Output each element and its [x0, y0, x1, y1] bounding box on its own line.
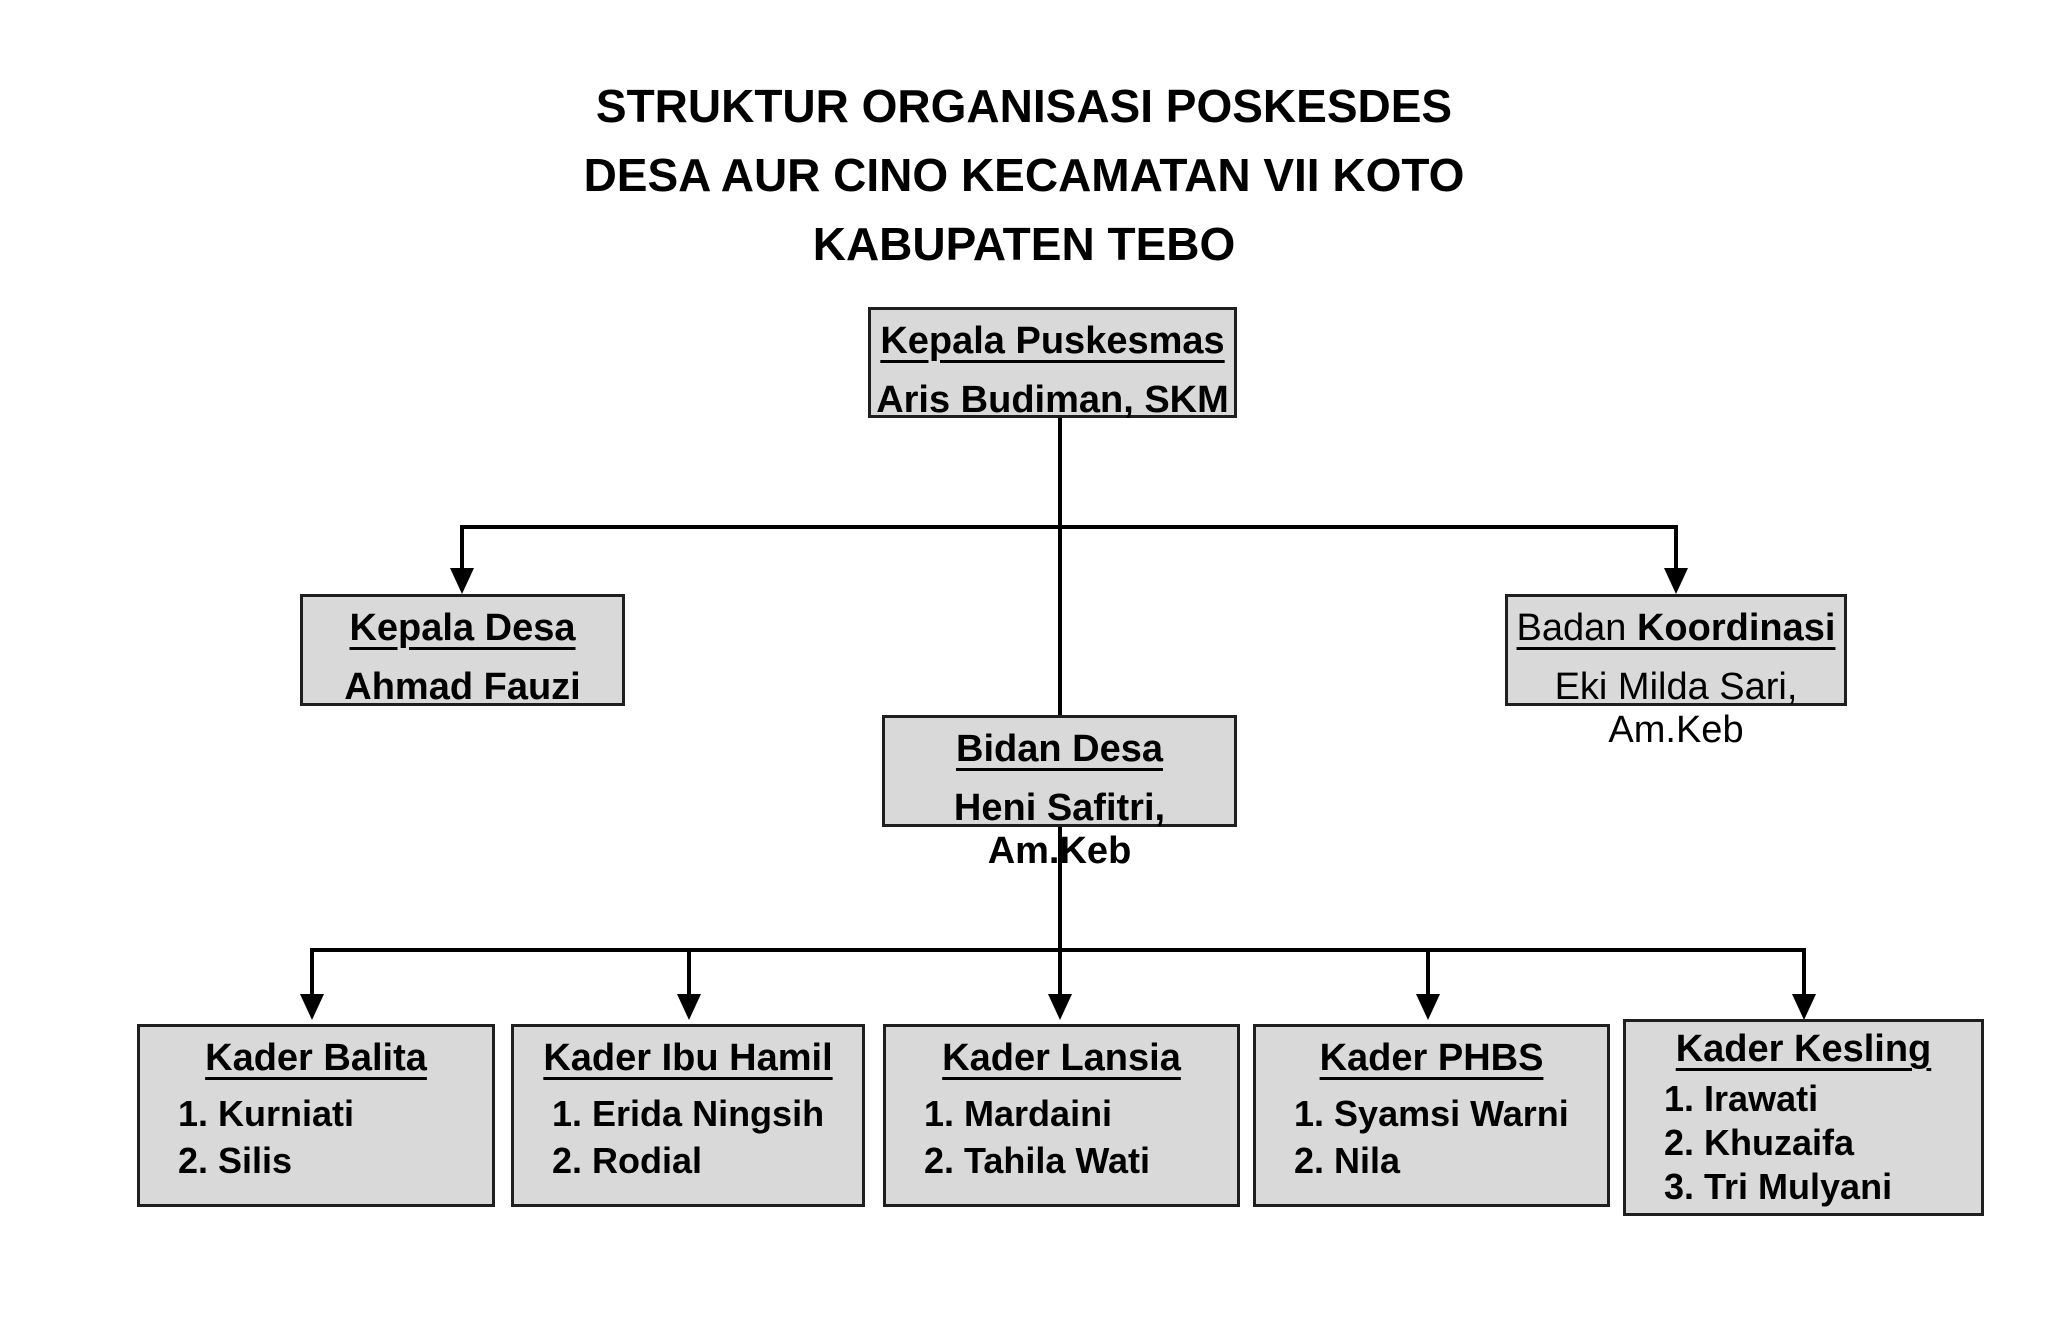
- member-list: Syamsi Warni Nila: [1256, 1090, 1607, 1184]
- role-label-regular-part: Badan: [1516, 607, 1637, 649]
- member-list: Kurniati Silis: [140, 1090, 492, 1184]
- connector-line-top-vertical: [1058, 418, 1062, 715]
- role-label: Kader Ibu Hamil: [543, 1037, 833, 1079]
- arrow-down-icon: [1048, 994, 1072, 1020]
- member-name: Nila: [1294, 1137, 1607, 1184]
- connector-line-drop-left: [460, 527, 464, 571]
- org-box-kader-phbs: Kader PHBS Syamsi Warni Nila: [1253, 1024, 1610, 1207]
- arrow-down-icon: [1664, 568, 1688, 594]
- member-list: Erida Ningsih Rodial: [514, 1090, 862, 1184]
- person-name: Aris Budiman, SKM: [876, 379, 1229, 421]
- page-title-line-2: DESA AUR CINO KECAMATAN VII KOTO: [583, 149, 1465, 201]
- role-label: Kader Balita: [205, 1037, 427, 1079]
- page-title-line-3: KABUPATEN TEBO: [812, 218, 1236, 270]
- member-name: Tahila Wati: [924, 1137, 1237, 1184]
- page-title-line-1: STRUKTUR ORGANISASI POSKESDES: [595, 80, 1453, 132]
- org-box-bidan-desa: Bidan Desa Heni Safitri, Am.Keb: [882, 715, 1237, 872]
- connector-line-drop-kader-4: [1426, 950, 1430, 996]
- role-label: Kader Kesling: [1675, 1028, 1932, 1070]
- member-name: Silis: [178, 1137, 492, 1184]
- arrow-down-icon: [450, 568, 474, 594]
- member-name: Erida Ningsih: [552, 1090, 862, 1137]
- connector-line-drop-right: [1674, 527, 1678, 571]
- person-name: Eki Milda Sari, Am.Keb: [1554, 666, 1798, 751]
- org-box-badan-koordinasi: Badan Koordinasi Eki Milda Sari, Am.Keb: [1505, 594, 1847, 751]
- member-name: Tri Mulyani: [1664, 1165, 1981, 1209]
- member-name: Mardaini: [924, 1090, 1237, 1137]
- role-label: Kader PHBS: [1319, 1037, 1544, 1079]
- connector-line-drop-kader-3: [1058, 950, 1062, 996]
- arrow-down-icon: [677, 994, 701, 1020]
- role-label: Kader Lansia: [942, 1037, 1181, 1079]
- connector-line-drop-kader-2: [687, 950, 691, 996]
- arrow-down-icon: [1416, 994, 1440, 1020]
- connector-line-mid-vertical: [1058, 827, 1062, 952]
- person-name: Heni Safitri, Am.Keb: [953, 787, 1166, 872]
- member-name: Syamsi Warni: [1294, 1090, 1607, 1137]
- arrow-down-icon: [300, 994, 324, 1020]
- member-name: Irawati: [1664, 1077, 1981, 1121]
- member-list: Mardaini Tahila Wati: [886, 1090, 1237, 1184]
- role-label: Kepala Desa: [349, 607, 576, 649]
- org-box-kepala-puskesmas: Kepala Puskesmas Aris Budiman, SKM: [868, 307, 1237, 421]
- org-box-kepala-desa: Kepala Desa Ahmad Fauzi: [300, 594, 625, 708]
- member-name: Khuzaifa: [1664, 1121, 1981, 1165]
- member-list: Irawati Khuzaifa Tri Mulyani: [1626, 1077, 1981, 1209]
- role-label-bold-part: Koordinasi: [1636, 607, 1836, 649]
- role-label: Bidan Desa: [956, 728, 1163, 770]
- org-box-kader-kesling: Kader Kesling Irawati Khuzaifa Tri Mulya…: [1623, 1019, 1984, 1216]
- connector-line-branch-1: [460, 525, 1678, 529]
- member-name: Kurniati: [178, 1090, 492, 1137]
- role-label: Badan Koordinasi: [1508, 607, 1844, 650]
- page-title: STRUKTUR ORGANISASI POSKESDES DESA AUR C…: [0, 72, 2048, 279]
- connector-line-drop-kader-1: [310, 950, 314, 996]
- member-name: Rodial: [552, 1137, 862, 1184]
- org-box-kader-ibu-hamil: Kader Ibu Hamil Erida Ningsih Rodial: [511, 1024, 865, 1207]
- connector-line-drop-kader-5: [1802, 950, 1806, 996]
- person-name: Ahmad Fauzi: [344, 666, 581, 708]
- org-box-kader-balita: Kader Balita Kurniati Silis: [137, 1024, 495, 1207]
- org-box-kader-lansia: Kader Lansia Mardaini Tahila Wati: [883, 1024, 1240, 1207]
- arrow-down-icon: [1792, 994, 1816, 1020]
- role-label: Kepala Puskesmas: [880, 320, 1225, 362]
